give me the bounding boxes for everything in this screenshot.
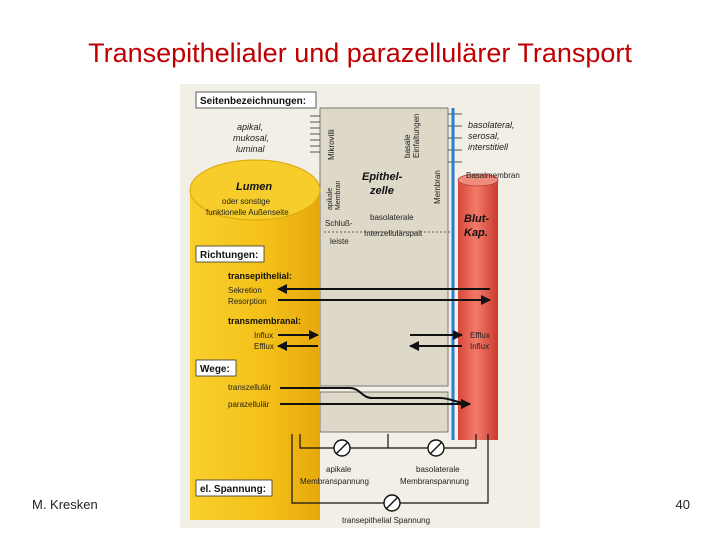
influx-label: Influx [254,331,273,340]
directions-header: Richtungen: [200,250,258,261]
blood-capillary [457,173,499,440]
microvilli-label: Mikrovilli [327,129,336,160]
ways-header: Wege: [200,364,230,375]
lumen-sub-2: funktionelle Außenseite [206,208,289,217]
apical-voltage-1: apikale [326,465,352,474]
membrane-label: Membran [433,170,442,204]
apical-term-2: mukosal, [233,133,269,143]
transepithelial-label: transepithelial: [228,271,292,281]
basal-membrane-label: Basalmembran [466,171,520,180]
apical-membrane-2: Membran [335,180,342,210]
microvilli [310,115,320,153]
epithelial-cell-label-1: Epithel- [362,171,403,183]
epithelial-cell [319,107,449,387]
basal-infoldings-label-1: basale [403,134,412,158]
basal-infoldings-label-2: Einfaltungen [412,114,421,158]
secretion-label: Sekretion [228,286,262,295]
lumen-title: Lumen [236,181,272,193]
slide-title: Transepithelialer und parazellulärer Tra… [88,38,632,68]
transepithelial-voltage-label: transepithelial Spannung [342,516,430,525]
voltage-wires [291,434,489,504]
apical-membrane-1: apikale [327,188,334,210]
voltmeter-apical [333,439,351,457]
apical-voltage-2: Membranspannung [300,477,369,486]
apical-term-3: luminal [236,144,266,154]
basolateral-term-1: basolateral, [468,120,515,130]
blood-capillary-label-1: Blut- [464,213,489,225]
transcellular-label: transzellulär [228,383,271,392]
voltmeter-basolateral [427,439,445,457]
tight-junction-label-2: leiste [330,237,349,246]
basal-infoldings [448,113,462,163]
paracellular-label: parazellulär [228,400,270,409]
efflux-label: Efflux [254,342,274,351]
influx-right-label: Influx [470,342,489,351]
epithelial-cell-label-2: zelle [369,185,394,197]
basolateral-voltage-1: basolaterale [416,465,460,474]
voltmeter-transepithelial [383,494,401,512]
lumen-sub-1: oder sonstige [222,197,271,206]
sides-header: Seitenbezeichnungen: [200,96,306,107]
resorption-label: Resorption [228,297,267,306]
basolateral-voltage-2: Membranspannung [400,477,469,486]
transmembrane-label: transmembranal: [228,316,301,326]
blood-capillary-label-2: Kap. [464,227,488,239]
voltage-header: el. Spannung: [200,484,266,495]
basolateral-label: basolaterale [370,213,414,222]
basolateral-term-3: interstitiell [468,142,509,152]
efflux-right-label: Efflux [470,331,490,340]
basolateral-term-2: serosal, [468,131,500,141]
footer-author: M. Kresken [32,497,98,512]
lumen-cylinder [189,159,321,520]
apical-term-1: apikal, [237,122,263,132]
intercellular-cleft-label: Interzellulärspalt [364,229,423,238]
page-number: 40 [675,497,690,512]
tight-junction-label-1: Schluß- [325,219,353,228]
